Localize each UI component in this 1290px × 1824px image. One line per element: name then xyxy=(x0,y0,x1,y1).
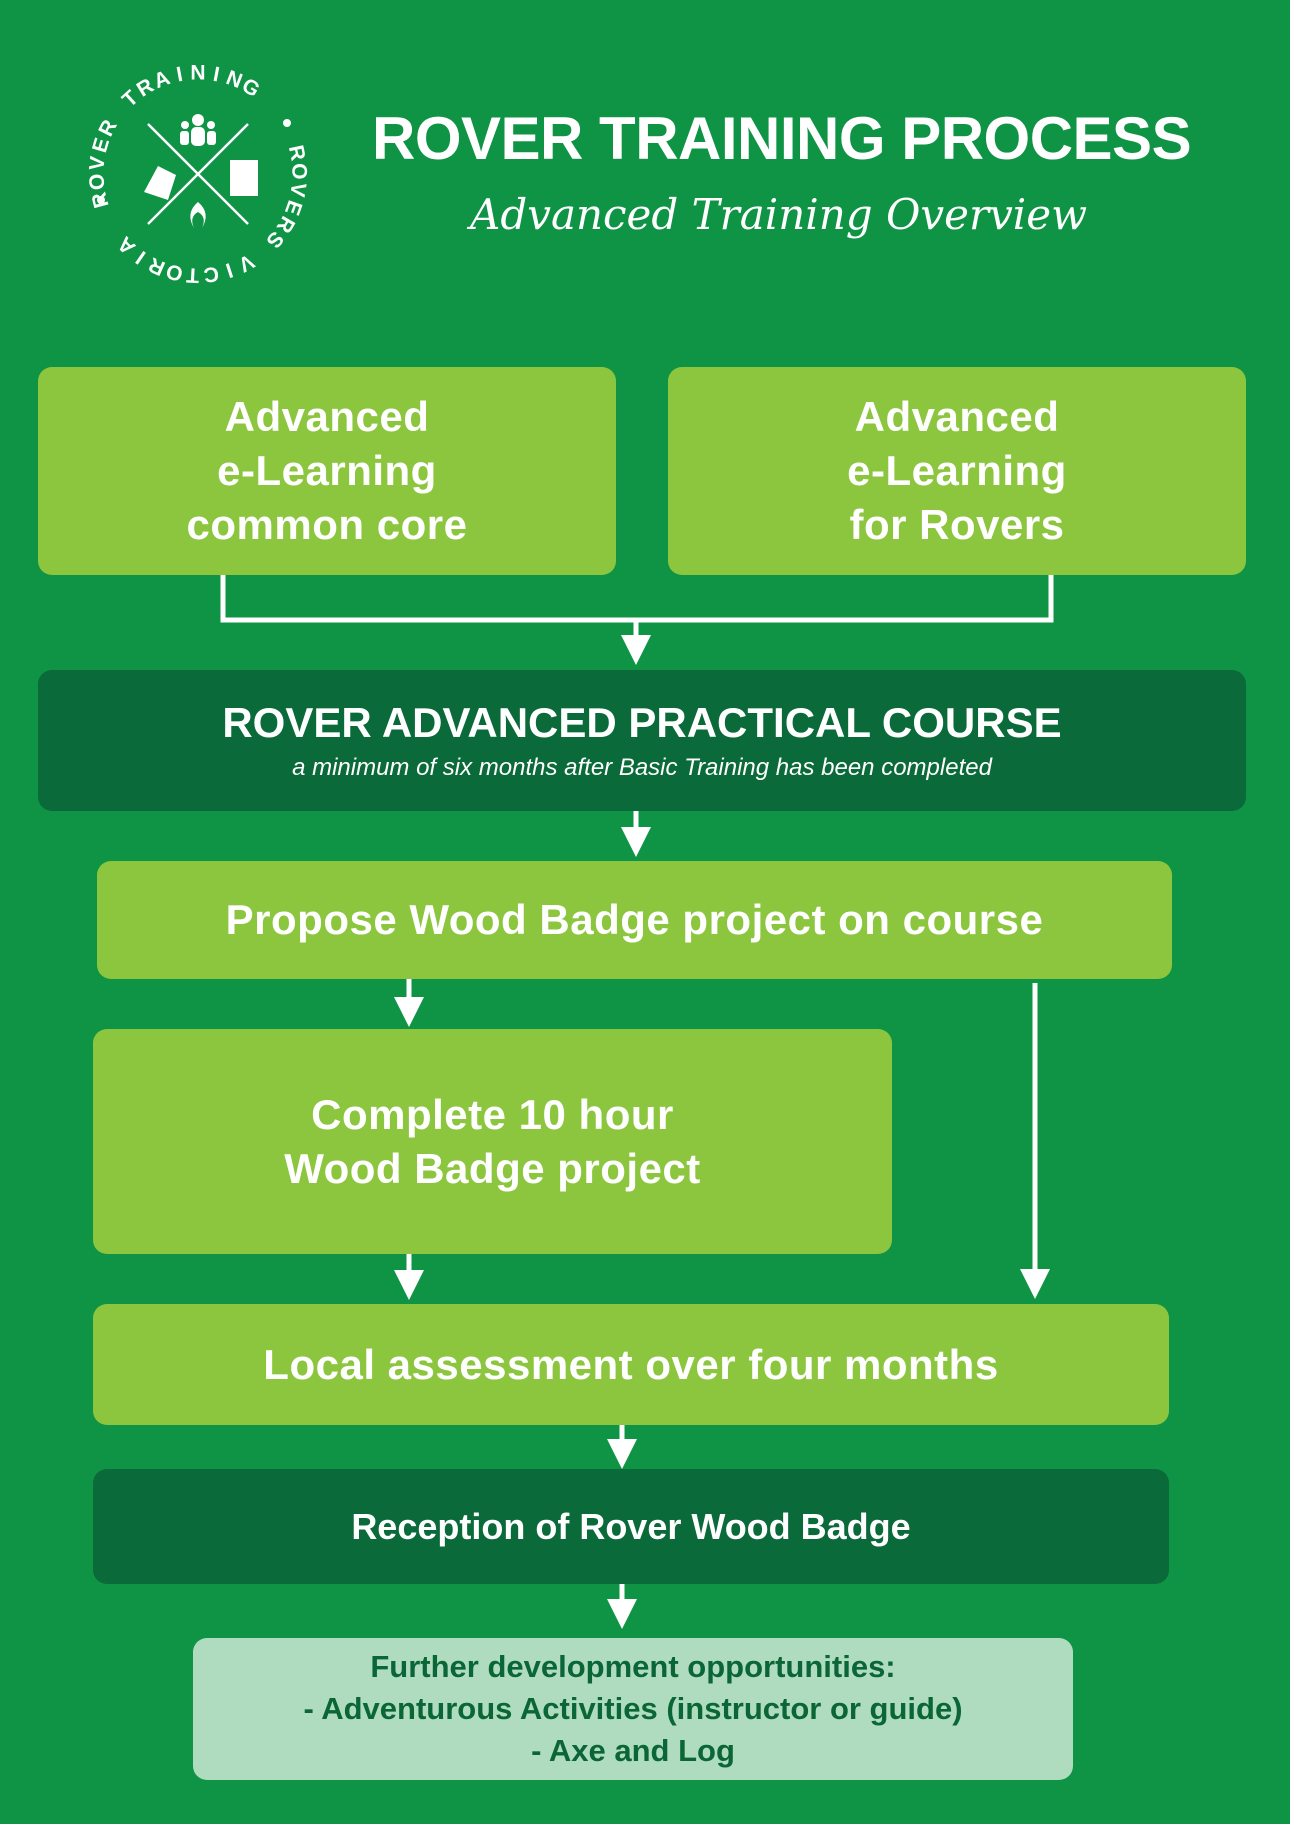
practical-course-box: ROVER ADVANCED PRACTICAL COURSE a minimu… xyxy=(38,670,1246,811)
logo-letter: I xyxy=(175,63,185,87)
people-icon xyxy=(180,114,216,146)
box-line: Further development opportunities: xyxy=(370,1649,896,1684)
box-line: e-Learning xyxy=(847,447,1067,494)
box-line: Advanced xyxy=(224,393,430,440)
elearning-rovers-box: Advanced e-Learning for Rovers xyxy=(668,367,1246,575)
logo-letter: N xyxy=(190,62,205,85)
box-line: Local assessment over four months xyxy=(263,1340,999,1388)
box-line: Wood Badge project xyxy=(284,1144,701,1192)
box-line: Propose Wood Badge project on course xyxy=(225,896,1044,943)
box-line: common core xyxy=(186,501,468,548)
merge-connector xyxy=(220,575,1054,623)
complete-project-box: Complete 10 hour Wood Badge project xyxy=(93,1029,892,1254)
box-line: for Rovers xyxy=(849,501,1065,548)
box-line: Reception of Rover Wood Badge xyxy=(351,1505,911,1547)
document-icon xyxy=(230,160,258,196)
logo-letter: V xyxy=(285,181,310,198)
box-line: e-Learning xyxy=(217,447,437,494)
rover-training-logo: ROVERTRAININGROVERSVICTORIA xyxy=(85,62,310,287)
logo-letter: T xyxy=(186,263,200,287)
logo-letter: O xyxy=(85,173,109,191)
local-assessment-box: Local assessment over four months xyxy=(93,1304,1169,1425)
practical-course-note: a minimum of six months after Basic Trai… xyxy=(292,753,992,781)
page-subtitle: Advanced Training Overview xyxy=(470,190,1088,239)
logo-letter: R xyxy=(284,143,310,163)
star-icon xyxy=(283,119,291,127)
star-icon xyxy=(97,196,105,204)
logo-letter: E xyxy=(88,135,114,155)
reception-box: Reception of Rover Wood Badge xyxy=(93,1469,1169,1584)
elearning-common-core-box: Advanced e-Learning common core xyxy=(38,367,616,575)
further-development-box: Further development opportunities: - Adv… xyxy=(193,1638,1073,1780)
box-line: - Adventurous Activities (instructor or … xyxy=(303,1691,963,1726)
campfire-icon xyxy=(190,202,206,228)
logo-letter: O xyxy=(164,259,185,285)
logo-letter: O xyxy=(287,163,310,180)
logo-letter: I xyxy=(211,63,221,87)
tent-icon xyxy=(144,166,176,200)
page-title: ROVER TRAINING PROCESS xyxy=(372,105,1192,172)
box-line: Advanced xyxy=(854,393,1060,440)
logo-letter: C xyxy=(202,262,220,287)
practical-course-title: ROVER ADVANCED PRACTICAL COURSE xyxy=(222,698,1062,746)
box-line: - Axe and Log xyxy=(531,1733,735,1768)
logo-letter: V xyxy=(85,155,109,171)
propose-project-box: Propose Wood Badge project on course xyxy=(97,861,1172,979)
box-line: Complete 10 hour xyxy=(311,1090,674,1138)
